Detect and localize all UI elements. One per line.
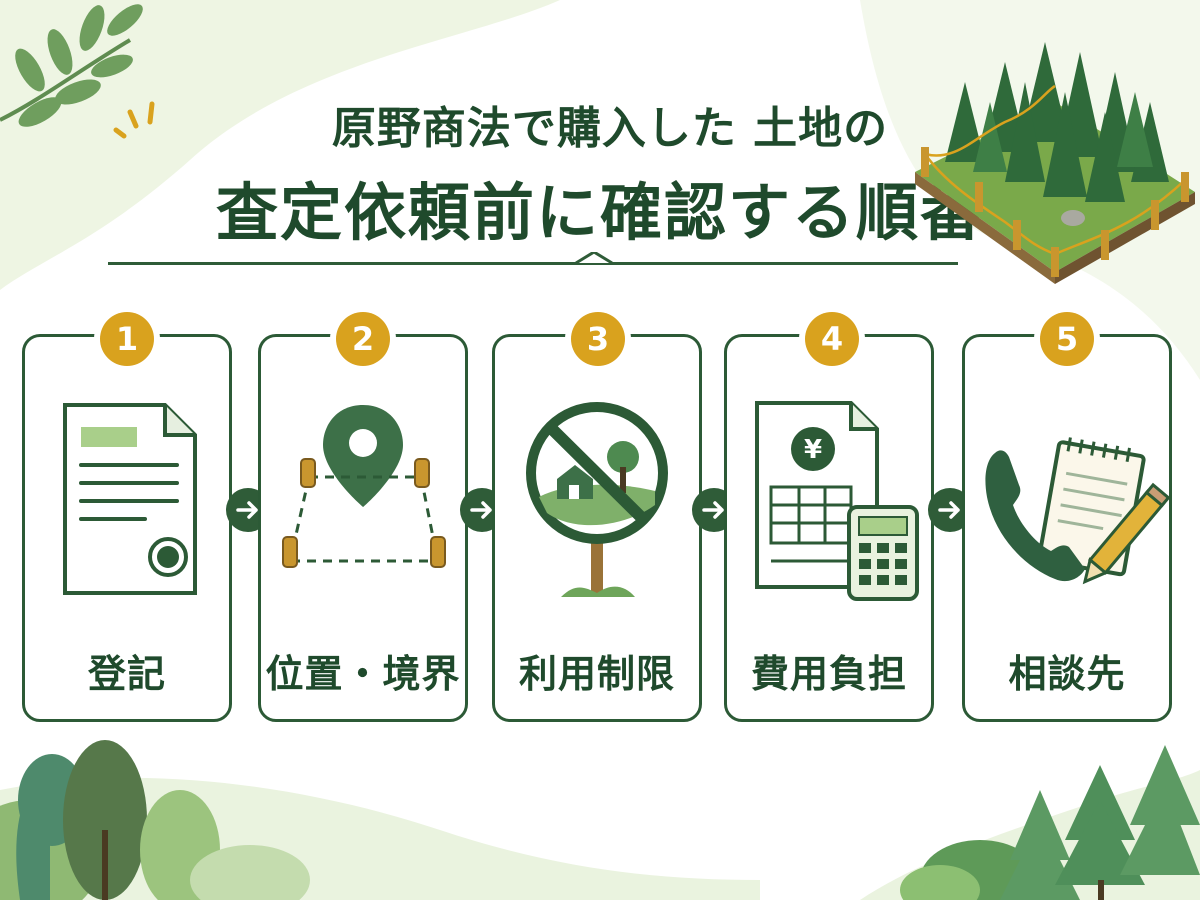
step-label-1: 登記 (87, 652, 166, 696)
step-label-5: 相談先 (1008, 652, 1126, 696)
page-title-line2: 査定依頼前に確認する順番 (215, 176, 984, 249)
step-number-3: 3 (571, 312, 625, 366)
step-card-1: 登記 (22, 334, 232, 722)
step-card-4: ¥ 費用負担 (724, 334, 934, 722)
title-divider (108, 262, 958, 265)
forest-land-plot-icon (915, 42, 1195, 284)
yen-symbol: ¥ (804, 435, 822, 465)
yen-cost-calculator-icon: ¥ (755, 401, 919, 601)
step-label-4: 費用負担 (750, 652, 907, 696)
step-card-5: 相談先 (962, 334, 1172, 722)
attention-burst-icon (113, 101, 155, 139)
step-number-2: 2 (336, 312, 390, 366)
land-use-restriction-sign-icon (526, 402, 668, 597)
registry-document-icon (63, 403, 197, 595)
step-number-5: 5 (1040, 312, 1094, 366)
step-card-3: 利用制限 (492, 334, 702, 722)
step-label-3: 利用制限 (518, 652, 675, 696)
page-title-line1: 原野商法で購入した 土地の (331, 103, 889, 154)
bottom-left-trees-icon (0, 740, 310, 900)
leaf-branch-icon (0, 4, 143, 127)
phone-consultation-notepad-icon (985, 437, 1169, 585)
step-number-1: 1 (100, 312, 154, 366)
bottom-right-trees-icon (900, 745, 1200, 900)
location-boundary-icon (282, 405, 446, 568)
divider-notch-icon (575, 252, 613, 265)
step-label-2: 位置・境界 (265, 652, 461, 696)
step-number-4: 4 (805, 312, 859, 366)
step-card-2: 位置・境界 (258, 334, 468, 722)
